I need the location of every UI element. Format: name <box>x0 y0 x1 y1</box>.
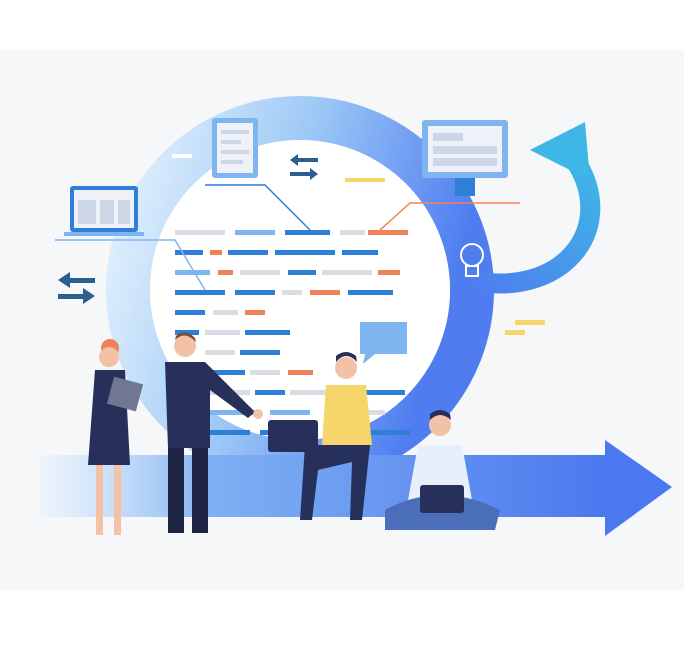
lightbulb-icon <box>460 243 484 277</box>
dash-mark <box>172 154 192 158</box>
chat-bubble-icon <box>360 322 407 364</box>
tablet-document-icon <box>212 118 258 178</box>
swap-arrows-small-icon <box>290 154 318 180</box>
bar-icon <box>505 320 545 335</box>
monitor-icon <box>422 120 508 196</box>
man-with-laptop <box>268 352 372 520</box>
woman-with-tablet <box>88 339 144 535</box>
laptop-window-icon <box>64 186 144 236</box>
swap-arrows-icon <box>58 272 95 304</box>
yellow-mark <box>345 178 385 182</box>
connector-lines <box>55 184 520 291</box>
man-cross-legged <box>385 410 500 530</box>
man-standing <box>165 332 263 533</box>
cycle-arrow-icon <box>467 122 601 294</box>
